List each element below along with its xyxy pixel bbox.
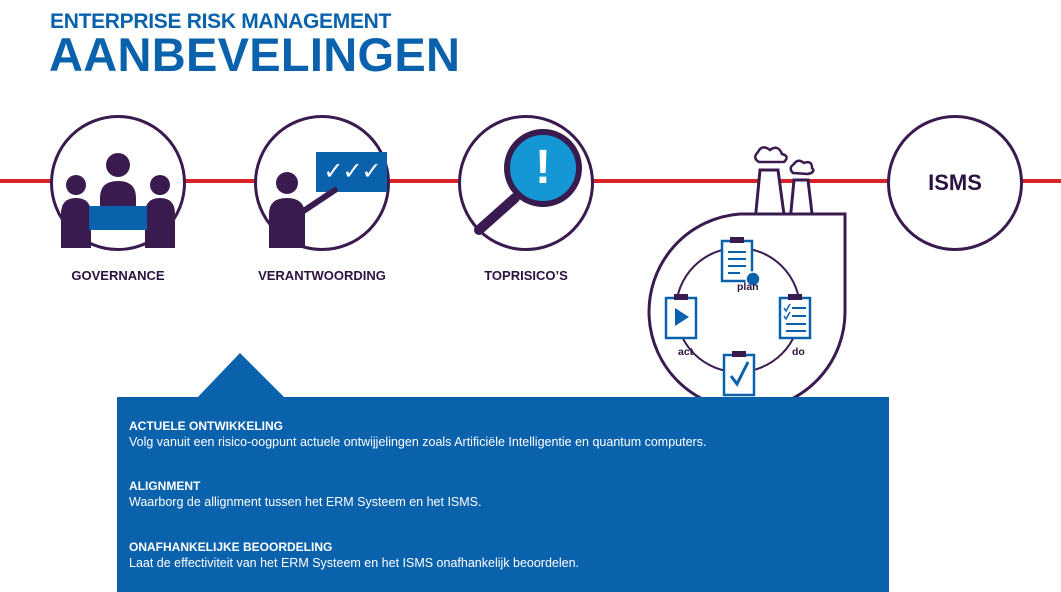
- recommendation-item: ONAFHANKELIJKE BEOORDELING Laat de effec…: [129, 540, 884, 571]
- pdca-bubble: [647, 146, 847, 412]
- meeting-icon: [61, 153, 175, 248]
- toprisicos-label: TOPRISICO’S: [484, 268, 568, 283]
- governance-circle: [50, 115, 186, 251]
- recommendation-heading: ONAFHANKELIJKE BEOORDELING: [129, 540, 333, 554]
- magnifier-alert-icon: [474, 129, 582, 235]
- recommendation-item: ALIGNMENT Waarborg de allignment tussen …: [129, 479, 884, 510]
- recommendations-panel: ACTUELE ONTWIKKELING Volg vanuit een ris…: [117, 397, 889, 592]
- pdca-plan-label: plan: [737, 281, 759, 293]
- board-checkmarks: ✓✓✓: [323, 158, 381, 185]
- toprisicos-circle: !: [458, 115, 594, 251]
- pdca-do-label: do: [792, 346, 805, 358]
- recommendation-heading: ALIGNMENT: [129, 479, 201, 493]
- verantwoording-label: VERANTWOORDING: [258, 268, 386, 283]
- do-clipboard-icon: [778, 294, 812, 340]
- header-subtitle: ENTERPRISE RISK MANAGEMENT: [50, 10, 392, 33]
- callout-pointer: [196, 353, 286, 399]
- recommendation-item: ACTUELE ONTWIKKELING Volg vanuit een ris…: [129, 419, 884, 450]
- presentation-icon: [269, 152, 387, 248]
- recommendation-text: Waarborg de allignment tussen het ERM Sy…: [129, 495, 482, 509]
- recommendation-text: Laat de effectiviteit van het ERM Systee…: [129, 556, 580, 570]
- alert-mark: !: [535, 141, 551, 194]
- plan-clipboard-icon: [720, 237, 761, 287]
- pdca-act-label: act: [678, 346, 694, 358]
- recommendation-text: Volg vanuit een risico-oogpunt actuele o…: [129, 435, 707, 449]
- recommendation-heading: ACTUELE ONTWIKKELING: [129, 419, 283, 433]
- check-clipboard-icon: [722, 351, 756, 397]
- page-title: AANBEVELINGEN: [49, 28, 461, 81]
- isms-label: ISMS: [928, 170, 982, 195]
- factory-icon: [753, 146, 815, 224]
- governance-label: GOVERNANCE: [71, 268, 165, 283]
- act-clipboard-icon: [664, 294, 698, 340]
- isms-circle: ISMS: [887, 115, 1023, 251]
- verantwoording-circle: ✓✓✓: [254, 115, 390, 251]
